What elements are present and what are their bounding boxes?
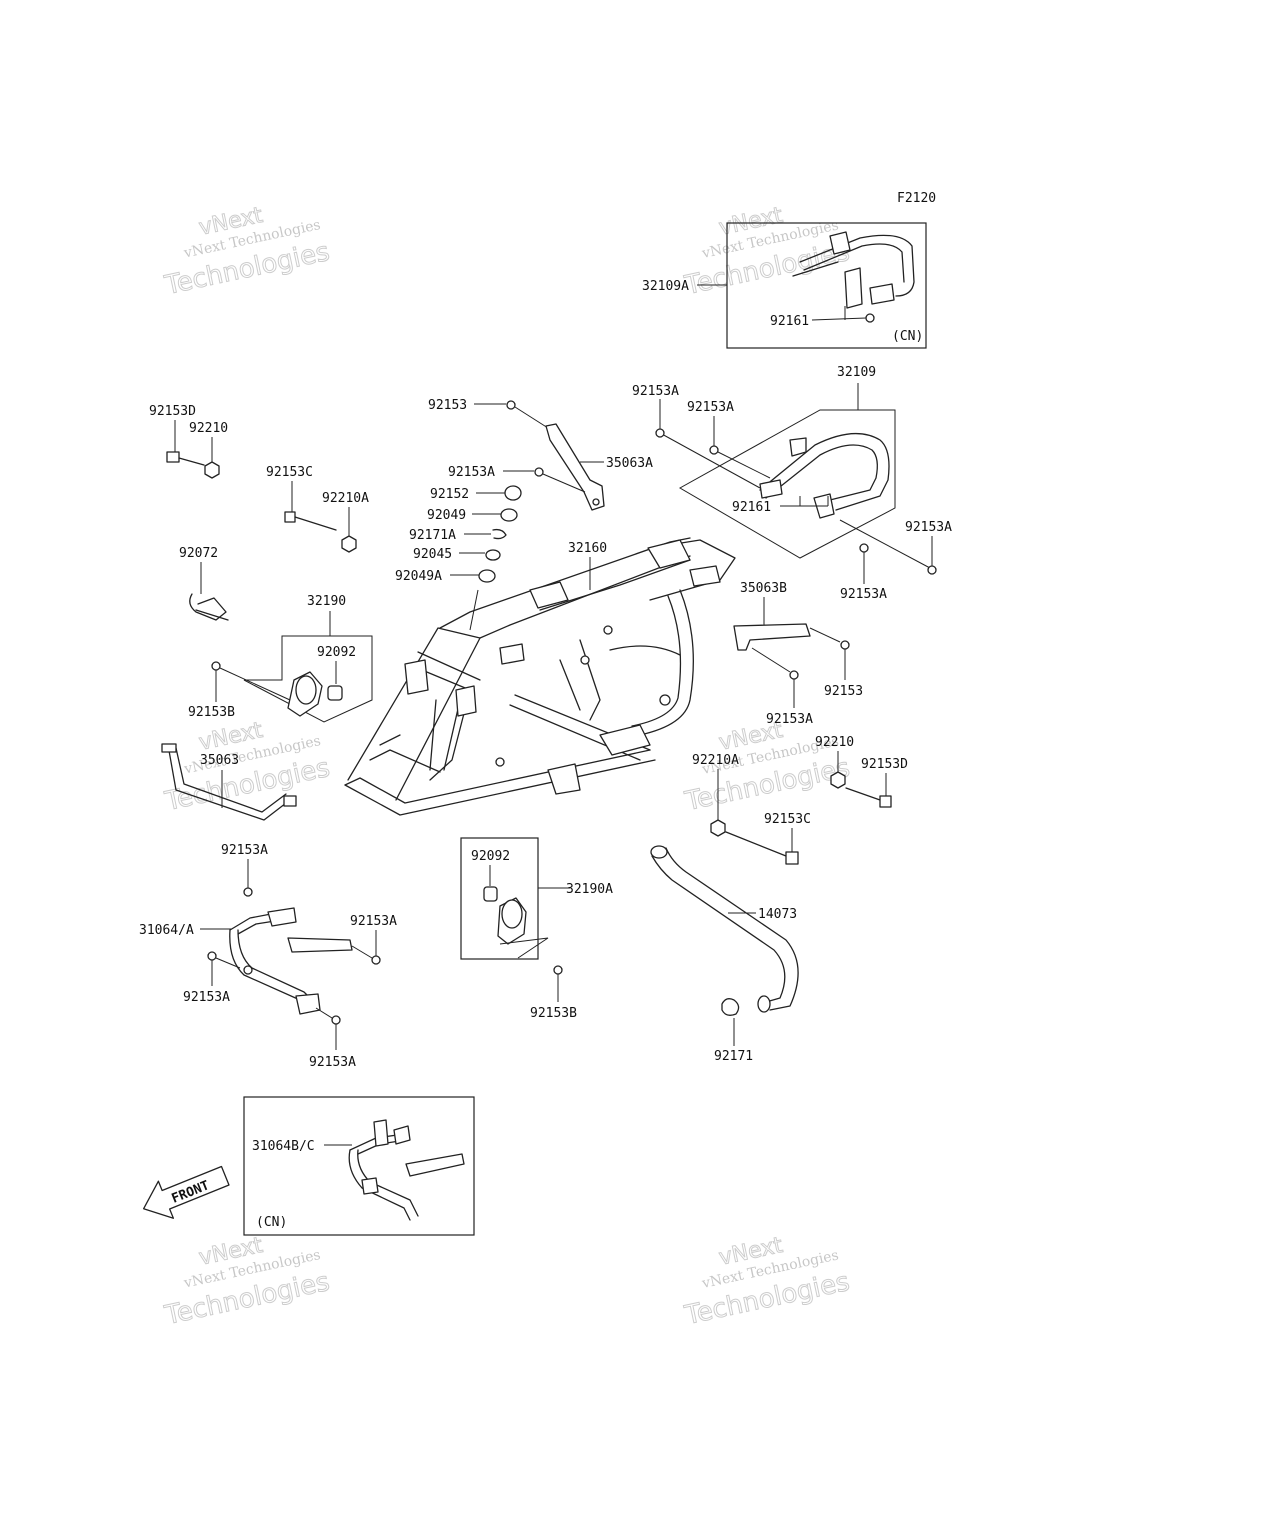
part-label-92153B-2: 92153B bbox=[530, 1006, 577, 1021]
part-label-32190A: 32190A bbox=[566, 882, 613, 897]
watermark-bottom-right: vNext vNext Technologies Technologies bbox=[681, 1232, 853, 1331]
part-label-92210A-2: 92210A bbox=[692, 753, 739, 768]
damper-32190A-leader bbox=[499, 937, 549, 959]
part-label-32190: 32190 bbox=[307, 594, 346, 609]
part-label-92153B: 92153B bbox=[188, 705, 235, 720]
damper-32190A-drawing bbox=[497, 897, 527, 945]
collar-92092 bbox=[327, 685, 343, 701]
part-label-92153A-1: 92153A bbox=[632, 384, 679, 399]
main-frame-drawing bbox=[344, 537, 736, 816]
part-label-92153A-6: 92153A bbox=[766, 712, 813, 727]
clamp-92171 bbox=[721, 998, 740, 1016]
part-label-35063: 35063 bbox=[200, 753, 239, 768]
hose-14073-drawing bbox=[650, 845, 799, 1013]
stay-35063-drawing bbox=[161, 743, 297, 821]
part-label-31064A: 31064/A bbox=[139, 923, 194, 938]
collar-92045 bbox=[485, 549, 501, 561]
inset-box-31064BC bbox=[243, 1096, 475, 1236]
part-label-92210: 92210 bbox=[189, 421, 228, 436]
part-label-92045: 92045 bbox=[413, 547, 452, 562]
band-92072 bbox=[189, 593, 227, 621]
part-label-92171A: 92171A bbox=[409, 528, 456, 543]
part-label-35063A: 35063A bbox=[606, 456, 653, 471]
part-label-32109: 32109 bbox=[837, 365, 876, 380]
part-label-92153A-5: 92153A bbox=[448, 465, 495, 480]
collar-92092-2 bbox=[483, 886, 498, 902]
front-arrow: FRONT bbox=[142, 1165, 230, 1219]
part-label-32160: 32160 bbox=[568, 541, 607, 556]
inset-note-cn-top: (CN) bbox=[892, 329, 923, 344]
nut-92210 bbox=[204, 461, 220, 479]
rear-grab-bar-cn-drawing bbox=[792, 231, 915, 323]
part-label-32109A: 32109A bbox=[642, 279, 689, 294]
part-label-92049: 92049 bbox=[427, 508, 466, 523]
grommet-92152 bbox=[504, 485, 522, 501]
stay-35063A-drawing bbox=[545, 423, 605, 511]
part-label-92210-2: 92210 bbox=[815, 735, 854, 750]
watermark-top-left: vNext vNext Technologies Technologies bbox=[161, 202, 333, 301]
bolt-92153D-2-drawing bbox=[845, 787, 892, 808]
group-outline-32109 bbox=[678, 383, 896, 559]
part-label-92049A: 92049A bbox=[395, 569, 442, 584]
grommet-92049 bbox=[500, 508, 518, 522]
inset-note-cn-bottom: (CN) bbox=[256, 1215, 287, 1230]
watermark-bottom-left: vNext vNext Technologies Technologies bbox=[161, 1232, 333, 1331]
part-label-92153A-7: 92153A bbox=[221, 843, 268, 858]
part-label-92153D-2: 92153D bbox=[861, 757, 908, 772]
damper-32190-drawing bbox=[287, 671, 323, 717]
figure-code: F2120 bbox=[897, 191, 936, 206]
grommet-92049A bbox=[478, 569, 496, 583]
part-label-92153C-2: 92153C bbox=[764, 812, 811, 827]
part-label-14073: 14073 bbox=[758, 907, 797, 922]
nut-92210A-2 bbox=[710, 819, 726, 837]
rear-grab-bar-drawing bbox=[759, 432, 890, 519]
part-label-92152: 92152 bbox=[430, 487, 469, 502]
part-label-92153A-2: 92153A bbox=[687, 400, 734, 415]
part-label-92153A-3: 92153A bbox=[905, 520, 952, 535]
part-label-92153A-9: 92153A bbox=[183, 990, 230, 1005]
bolt-92153D-drawing bbox=[166, 451, 205, 466]
nut-92210-2 bbox=[830, 771, 846, 789]
guard-31064A-drawing bbox=[229, 907, 353, 1015]
part-label-92153A-4: 92153A bbox=[840, 587, 887, 602]
group-outline-32190A bbox=[460, 837, 539, 960]
part-label-92092: 92092 bbox=[317, 645, 356, 660]
part-label-92153A-8: 92153A bbox=[350, 914, 397, 929]
part-label-31064BC: 31064B/C bbox=[252, 1139, 315, 1154]
clip-92171A bbox=[492, 528, 507, 540]
part-label-92092-2: 92092 bbox=[471, 849, 510, 864]
part-label-92171: 92171 bbox=[714, 1049, 753, 1064]
watermark-top-right: vNext vNext Technologies Technologies bbox=[681, 202, 853, 301]
part-label-92161: 92161 bbox=[732, 500, 771, 515]
part-label-92153A-10: 92153A bbox=[309, 1055, 356, 1070]
bolt-92153C-2-drawing bbox=[725, 831, 799, 865]
part-label-92153C: 92153C bbox=[266, 465, 313, 480]
part-label-92210A: 92210A bbox=[322, 491, 369, 506]
part-label-92153: 92153 bbox=[428, 398, 467, 413]
part-label-35063B: 35063B bbox=[740, 581, 787, 596]
part-label-92161-inset: 92161 bbox=[770, 314, 809, 329]
part-label-92072: 92072 bbox=[179, 546, 218, 561]
guard-31064BC-drawing bbox=[348, 1119, 465, 1221]
nut-92210A bbox=[341, 535, 357, 553]
part-label-92153-2: 92153 bbox=[824, 684, 863, 699]
part-label-92153D: 92153D bbox=[149, 404, 196, 419]
group-outline-32190 bbox=[243, 635, 373, 723]
stay-35063B-drawing bbox=[733, 623, 811, 651]
bolt-92153C-drawing bbox=[284, 511, 337, 531]
